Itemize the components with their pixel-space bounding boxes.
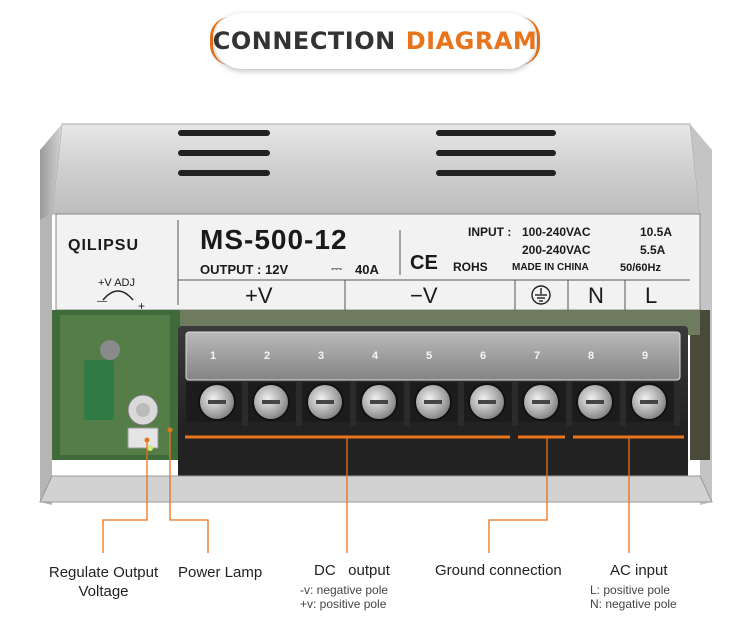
callout-power-lamp: Power Lamp <box>178 564 263 581</box>
terminal-screw[interactable] <box>524 385 558 419</box>
screw-slot-icon <box>424 400 442 404</box>
ground-icon <box>531 285 551 305</box>
callout-ground: Ground connection <box>435 562 562 579</box>
terminal-divider <box>242 382 248 426</box>
adj-label: +V ADJ <box>98 277 135 289</box>
terminal-screw[interactable] <box>200 385 234 419</box>
terminal-label-plus-v: +V <box>245 283 273 308</box>
screw-slot-icon <box>586 400 604 404</box>
brand-logo: QILIPSU <box>68 237 140 254</box>
terminal-number: 4 <box>372 350 379 362</box>
terminal-divider <box>674 382 680 426</box>
callout-dc-neg: -v: negative pole <box>300 583 389 597</box>
terminal-label-n: N <box>588 283 604 308</box>
input-label: INPUT : <box>468 225 512 239</box>
callout-dc-pos: +v: positive pole <box>300 597 387 611</box>
callout-regulate: Regulate Output Voltage <box>36 564 171 600</box>
callout-regulate-line2: Voltage <box>78 583 129 600</box>
terminal-screw[interactable] <box>416 385 450 419</box>
made-in: MADE IN CHINA <box>512 262 589 273</box>
terminal-number: 1 <box>210 350 217 362</box>
rohs-mark: ROHS <box>453 260 488 274</box>
input-current-1: 10.5A <box>640 225 673 239</box>
power-supply-photo: 1 2 3 4 5 6 7 8 9 QILIPSU MS-500-12 OUTPUT : 12V… <box>0 110 750 515</box>
screw-slot-icon <box>370 400 388 404</box>
terminal-divider <box>404 382 410 426</box>
power-supply-drawing <box>39 123 713 505</box>
screw-slot-icon <box>262 400 280 404</box>
title-part-1: CONNECTION <box>212 27 396 55</box>
terminal-label-l: L <box>645 283 658 308</box>
terminal-divider <box>350 382 356 426</box>
terminal-number: 9 <box>642 350 649 362</box>
terminal-divider <box>512 382 518 426</box>
terminal-number: 7 <box>534 350 541 362</box>
page-title: CONNECTION DIAGRAM <box>212 13 538 69</box>
output-rating: OUTPUT : 12V <box>200 262 289 277</box>
frequency: 50/60Hz <box>620 262 661 274</box>
input-current-2: 5.5A <box>640 243 666 257</box>
terminal-screw[interactable] <box>308 385 342 419</box>
terminal-divider <box>566 382 572 426</box>
model-number: MS-500-12 <box>200 224 348 255</box>
terminal-number: 3 <box>318 350 325 362</box>
terminal-number: 6 <box>480 350 487 362</box>
terminal-screw[interactable] <box>362 385 396 419</box>
title-accent-left <box>210 17 230 65</box>
terminal-screw[interactable] <box>632 385 666 419</box>
callout-dc-title: DC output <box>314 562 390 579</box>
callout-ac-n: N: negative pole <box>590 597 677 611</box>
terminal-screw[interactable] <box>470 385 504 419</box>
dc-symbol-icon: ⎓ <box>331 260 343 276</box>
screw-slot-icon <box>478 400 496 404</box>
callout-ac-input: AC input L: positive pole N: negative po… <box>590 562 720 611</box>
terminal-divider <box>458 382 464 426</box>
title-part-2: DIAGRAM <box>405 27 538 55</box>
callout-ac-l: L: positive pole <box>590 583 671 597</box>
screw-slot-icon <box>532 400 550 404</box>
screw-slot-icon <box>208 400 226 404</box>
terminal-screw[interactable] <box>254 385 288 419</box>
terminal-divider <box>620 382 626 426</box>
screw-slot-icon <box>640 400 658 404</box>
terminal-divider <box>296 382 302 426</box>
input-range-1: 100-240VAC <box>522 225 591 239</box>
terminal-screw[interactable] <box>578 385 612 419</box>
screw-slot-icon <box>316 400 334 404</box>
terminal-number: 5 <box>426 350 433 362</box>
ce-mark: CE <box>410 252 438 274</box>
input-range-2: 200-240VAC <box>522 243 591 257</box>
callout-ac-title: AC input <box>610 562 668 579</box>
terminal-label-minus-v: −V <box>410 283 438 308</box>
output-current: 40A <box>355 262 379 277</box>
adj-plus: + <box>138 299 146 313</box>
title-accent-right <box>520 17 540 65</box>
adj-minus: — <box>97 296 107 307</box>
terminal-number: 2 <box>264 350 271 362</box>
callout-dc-output: DC output -v: negative pole +v: positive… <box>300 562 420 611</box>
terminal-number: 8 <box>588 350 595 362</box>
callout-regulate-line1: Regulate Output <box>48 564 159 581</box>
